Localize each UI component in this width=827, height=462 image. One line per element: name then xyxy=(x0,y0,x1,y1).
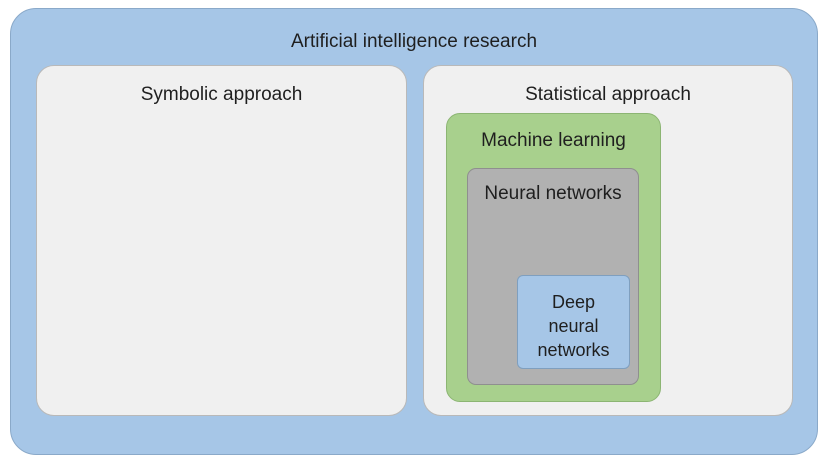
ai-research-label: Artificial intelligence research xyxy=(290,31,538,52)
symbolic-approach-box: Symbolic approach xyxy=(36,65,407,416)
symbolic-approach-label: Symbolic approach xyxy=(140,84,303,105)
statistical-approach-label: Statistical approach xyxy=(525,84,691,105)
neural-networks-label: Neural networks xyxy=(484,183,622,204)
deep-neural-networks-box: Deep neural networks xyxy=(517,275,630,369)
machine-learning-label: Machine learning xyxy=(481,130,626,151)
deep-neural-networks-label: Deep neural networks xyxy=(537,292,610,360)
